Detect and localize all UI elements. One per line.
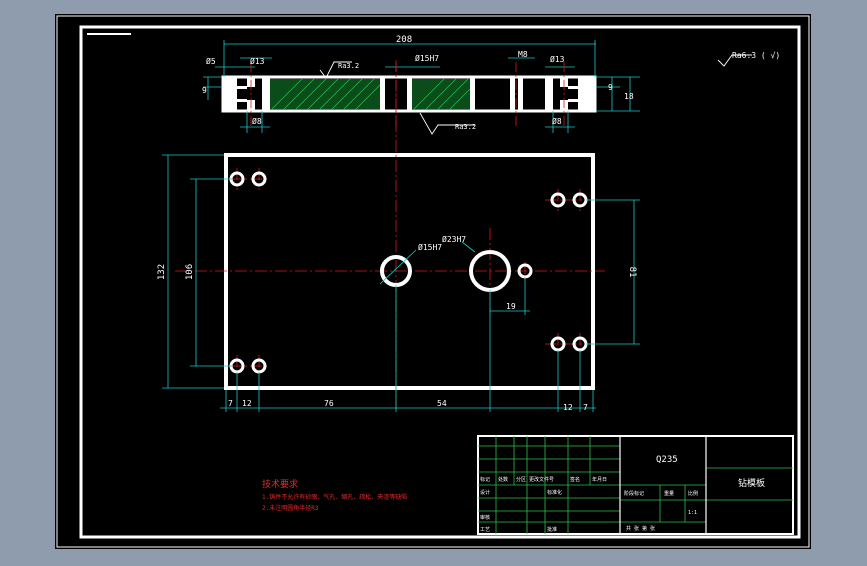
title-block-labels: 标记 处数 分区 更改文件号 签名 年月日 设计 标准化 审核 工艺 批准 阶段… [480, 476, 698, 533]
title-block-dividers [619, 436, 707, 534]
title-block: Q235 钻模板 标记 处数 分区 更改文件号 签名 年月日 设计 标准化 审核… [477, 435, 794, 535]
hole-tl-2 [251, 171, 267, 187]
tb-label-0: 标记 [480, 476, 490, 483]
notes-line-2: 2.未注明圆角半径R3 [262, 504, 319, 512]
plan-outline [224, 153, 595, 390]
section-step-details [237, 86, 578, 102]
tb-standard: 标准化 [547, 489, 562, 496]
plan-dim-texts: 132 106 81 Ø15H7 Ø23H7 19 7 12 76 54 12 … [157, 234, 637, 412]
tb-design: 设计 [480, 489, 490, 496]
dim-bottom-right-hole: Ø8 [552, 116, 562, 126]
tb-label-2: 分区 [516, 476, 526, 483]
dim-left-thick: 9 [202, 86, 207, 95]
dim-plan-height: 132 [157, 264, 167, 280]
tb-label-4: 签名 [570, 476, 580, 483]
dim-thread: M8 [518, 50, 528, 59]
dim-hole-b: Ø23H7 [442, 234, 466, 244]
dim-offset-19: 19 [506, 302, 516, 311]
roughness-general-label: Ra6.3 ( √) [732, 51, 780, 60]
dim-bottom-7-right: 7 [583, 403, 588, 412]
tb-stage-mark: 阶段标记 [624, 490, 644, 497]
dim-overall-length: 208 [396, 35, 412, 45]
dim-center-hole: Ø15H7 [415, 53, 439, 63]
roughness-symbols [319, 54, 752, 135]
dim-right-cbore: Ø13 [550, 54, 565, 64]
section-view [221, 75, 597, 113]
tb-review: 审核 [480, 514, 490, 521]
top-dim-lines [203, 40, 640, 133]
title-block-grid [478, 436, 793, 534]
dim-bottom-left-hole: Ø8 [252, 116, 262, 126]
outer-frame [56, 15, 810, 548]
tb-weight: 重量 [664, 490, 674, 497]
roughness-top-label: Ra3.2 [338, 62, 359, 70]
tb-ratio: 比例 [688, 490, 698, 497]
dim-left-cbore: Ø13 [250, 56, 265, 66]
tb-label-3: 更改文件号 [529, 476, 554, 483]
dim-bottom-12-right: 12 [563, 403, 573, 412]
plan-dim-lines [162, 154, 640, 412]
dim-left-depth: Ø5 [206, 56, 216, 66]
dim-hole-a: Ø15H7 [418, 242, 442, 252]
technical-notes: 技术要求 1.铸件不允许有砂眼、气孔、缩孔、疏松、夹渣等缺陷 2.未注明圆角半径… [262, 478, 407, 512]
plan-view: 132 106 81 Ø15H7 Ø23H7 19 7 12 76 54 12 … [157, 60, 640, 412]
material-label: Q235 [656, 455, 678, 465]
dim-bottom-54: 54 [437, 399, 447, 408]
notes-title: 技术要求 [262, 478, 298, 490]
section-walls [223, 77, 595, 111]
dim-right-spacing: 81 [627, 267, 637, 278]
inner-frame [79, 25, 801, 539]
roughness-bottom-label: Ra3.2 [455, 123, 476, 131]
hole-tr-1 [550, 192, 566, 208]
top-dim-texts: 208 Ø5 Ø13 Ø15H7 M8 Ø13 9 9 18 Ø8 Ø8 Ra3… [202, 35, 780, 131]
dim-right-thick-b: 18 [624, 92, 634, 101]
dim-bottom-7-left: 7 [228, 399, 233, 408]
dim-bottom-76: 76 [324, 399, 334, 408]
tb-scale: 1:1 [688, 510, 697, 516]
dim-bottom-12-left: 12 [242, 399, 252, 408]
hatch-lines [271, 78, 471, 110]
dim-plan-inner-height: 106 [185, 264, 195, 280]
tb-label-5: 年月日 [592, 476, 607, 483]
hatch-left [270, 79, 380, 109]
section-centerlines [250, 62, 565, 126]
tb-sheets: 共 张 第 张 [626, 525, 655, 532]
part-name: 钻模板 [738, 477, 765, 489]
notes-line-1: 1.铸件不允许有砂眼、气孔、缩孔、疏松、夹渣等缺陷 [262, 493, 407, 501]
tb-label-1: 处数 [498, 476, 508, 483]
tb-process: 工艺 [480, 527, 490, 533]
dim-right-thick-a: 9 [608, 83, 613, 92]
tb-approve: 批准 [547, 526, 557, 533]
